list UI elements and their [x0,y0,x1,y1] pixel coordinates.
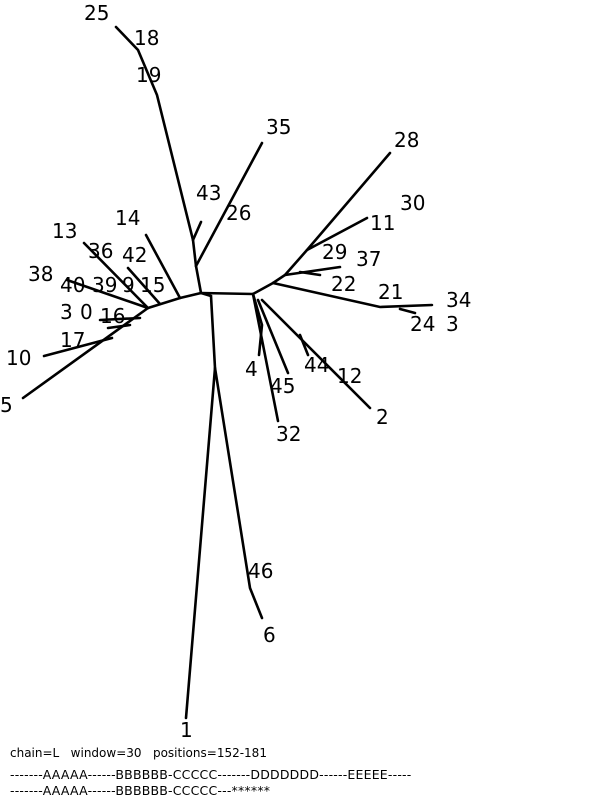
phylogenetic-tree: 25 18 19 35 43 26 28 30 11 29 37 22 21 3… [0,1,471,742]
leaf-label: 18 [134,26,159,50]
tree-labels: 25 18 19 35 43 26 28 30 11 29 37 22 21 3… [0,1,471,742]
leaf-label: 32 [276,422,301,446]
leaf-label: 14 [115,206,140,230]
branch-43 [191,220,203,242]
leaf-label: 6 [263,623,276,647]
sequence-alignment-1: -------AAAAA------BBBBBB-CCCCC-------DDD… [10,767,412,782]
leaf-label: 19 [136,63,161,87]
leaf-label: 39 [92,273,117,297]
leaf-label: 35 [266,115,291,139]
leaf-label: 36 [88,239,113,263]
leaf-label: 11 [370,211,395,235]
leaf-label: 1 [180,718,193,742]
leaf-label: 30 [400,191,425,215]
leaf-label: 21 [378,280,403,304]
branch-38 [65,278,150,310]
leaf-label: 42 [122,243,147,267]
leaf-label: 24 [410,312,435,336]
leaf-label: 9 [122,273,135,297]
branch-2 [260,298,372,410]
branch-5 [21,306,150,400]
leaf-label: 40 [60,273,85,297]
leaf-label: 2 [376,405,389,429]
leaf-label: 43 [196,181,221,205]
branch-34 [271,281,434,309]
tree-branches [21,25,434,720]
branch-32 [251,292,280,423]
leaf-label: 29 [322,240,347,264]
leaf-label: 3 [60,300,73,324]
branch-1 [184,291,217,720]
branch-6 [213,366,264,620]
sequence-alignment-2: -------AAAAA------BBBBBB-CCCCC---****** [10,783,271,798]
branch-44 [298,333,310,357]
leaf-label: 37 [356,247,381,271]
leaf-label: 44 [304,353,329,377]
branch-11 [305,216,369,252]
branch-24 [398,307,417,315]
leaf-label: 25 [84,1,109,25]
branch-35 [194,141,264,268]
branch-15 [126,266,162,306]
branch-13 [82,241,150,310]
leaf-label: 4 [245,357,258,381]
leaf-label: 0 [80,300,93,324]
leaf-label: 17 [60,328,85,352]
leaf-label: 5 [0,393,13,417]
leaf-label: 45 [270,374,295,398]
branch-center [199,291,255,296]
branch-14 [144,233,182,300]
branch-16 [106,323,132,330]
leaf-label: 38 [28,262,53,286]
branch-45 [256,298,290,375]
leaf-label: 15 [140,273,165,297]
leaf-label: 46 [248,559,273,583]
leaf-label: 26 [226,201,251,225]
leaf-label: 12 [337,364,362,388]
leaf-label: 13 [52,219,77,243]
leaf-label: 22 [331,272,356,296]
leaf-label: 34 [446,288,471,312]
leaf-label: 3 [446,312,459,336]
leaf-label: 16 [100,304,125,328]
leaf-label: 10 [6,346,31,370]
branch-29 [283,265,342,277]
leaf-label: 28 [394,128,419,152]
branch-25 [114,25,203,295]
parameters-line: chain=L window=30 positions=152-181 [10,746,267,760]
branch-22 [298,270,322,277]
branch-10 [42,336,114,358]
